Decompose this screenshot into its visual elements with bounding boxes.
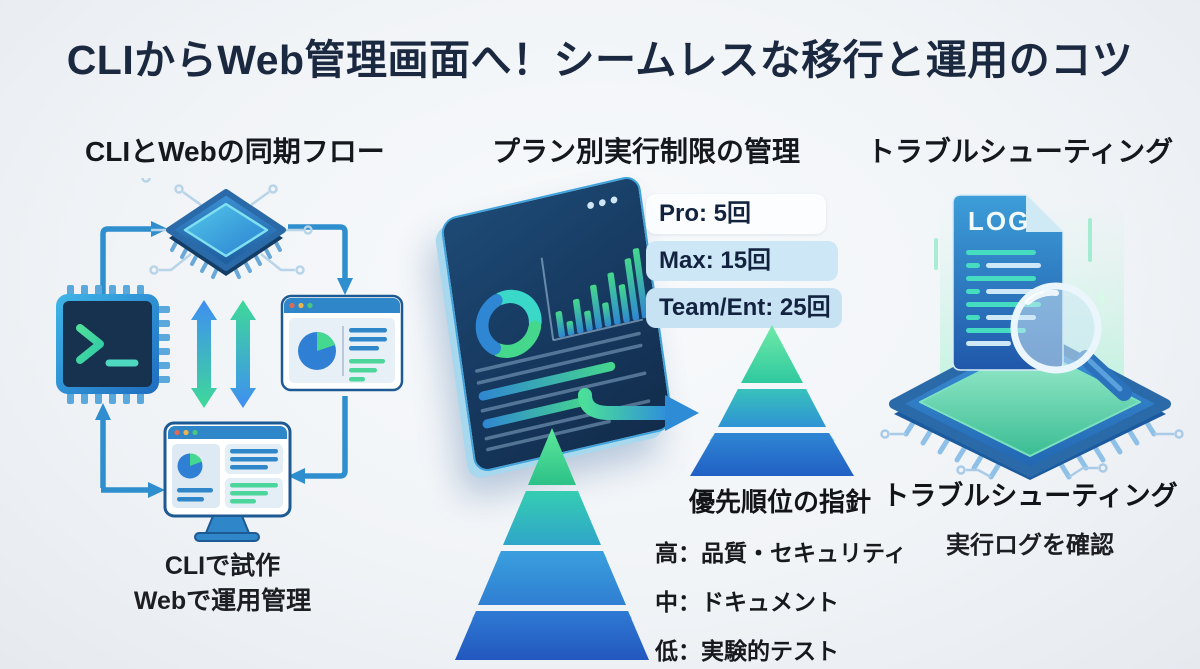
priority-item-mid: 中：ドキュメント [655, 589, 839, 615]
heading-sync-flow: CLIとWebの同期フロー [85, 136, 385, 167]
priority-heading: 優先順位の指針 [688, 487, 871, 517]
arrow-browser-to-monitor [288, 396, 348, 484]
bar-chart [540, 248, 649, 342]
troubleshooting-caption: トラブルシューティング 実行ログを確認 [870, 474, 1190, 560]
transition-arrow [578, 388, 699, 431]
troubleshooting-caption-title: トラブルシューティング [882, 481, 1178, 511]
cpu-chip-icon [141, 178, 313, 279]
terminal-icon [56, 285, 170, 404]
sparkle-lines [934, 218, 1092, 270]
page-title: CLIからWeb管理画面へ！シームレスな移行と運用のコツ [66, 37, 1134, 83]
log-badge: LOG [968, 206, 1030, 236]
priority-item-low: 低：実験的テスト [655, 638, 839, 664]
arrow-chip-to-browser [288, 224, 353, 295]
plan-limit-pro: Pro: 5回 [646, 194, 826, 234]
donut-chart [475, 289, 542, 359]
pyramid-large [455, 428, 649, 660]
arrow-monitor-to-terminal [95, 403, 165, 498]
magnifier-icon [1010, 282, 1132, 401]
plan-limit-team: Team/Ent: 25回 [646, 288, 842, 328]
monitor-icon [163, 421, 292, 542]
flow-caption-line1: CLIで試作 [164, 552, 281, 580]
dashboard-rows [475, 331, 651, 452]
dashboard-screen [475, 196, 651, 452]
pyramid-small [690, 325, 854, 476]
sync-arrow-green-blue [230, 300, 256, 408]
browser-window-icon [280, 294, 404, 392]
sync-flow-diagram [56, 178, 404, 542]
dashboard-illustration [439, 173, 675, 475]
priority-guidance: 優先順位の指針 高：品質・セキュリティ 中：ドキュメント 低：実験的テスト [655, 482, 907, 666]
flow-caption-line2: Webで運用管理 [133, 587, 312, 615]
priority-item-high: 高：品質・セキュリティ [655, 540, 907, 566]
troubleshooting-caption-sub: 実行ログを確認 [946, 532, 1114, 559]
plan-limit-max: Max: 15回 [646, 241, 838, 281]
heading-troubleshooting: トラブルシューティング [866, 136, 1174, 167]
log-inspection-illustration: LOG [880, 194, 1184, 480]
flow-caption: CLIで試作 Webで運用管理 [105, 549, 340, 619]
heading-plan-limits: プラン別実行制限の管理 [491, 136, 800, 167]
window-dots [587, 196, 618, 209]
chip-base-icon [880, 327, 1184, 480]
sync-arrow-blue-green [191, 300, 217, 408]
sparkle-diamond [1098, 288, 1106, 306]
